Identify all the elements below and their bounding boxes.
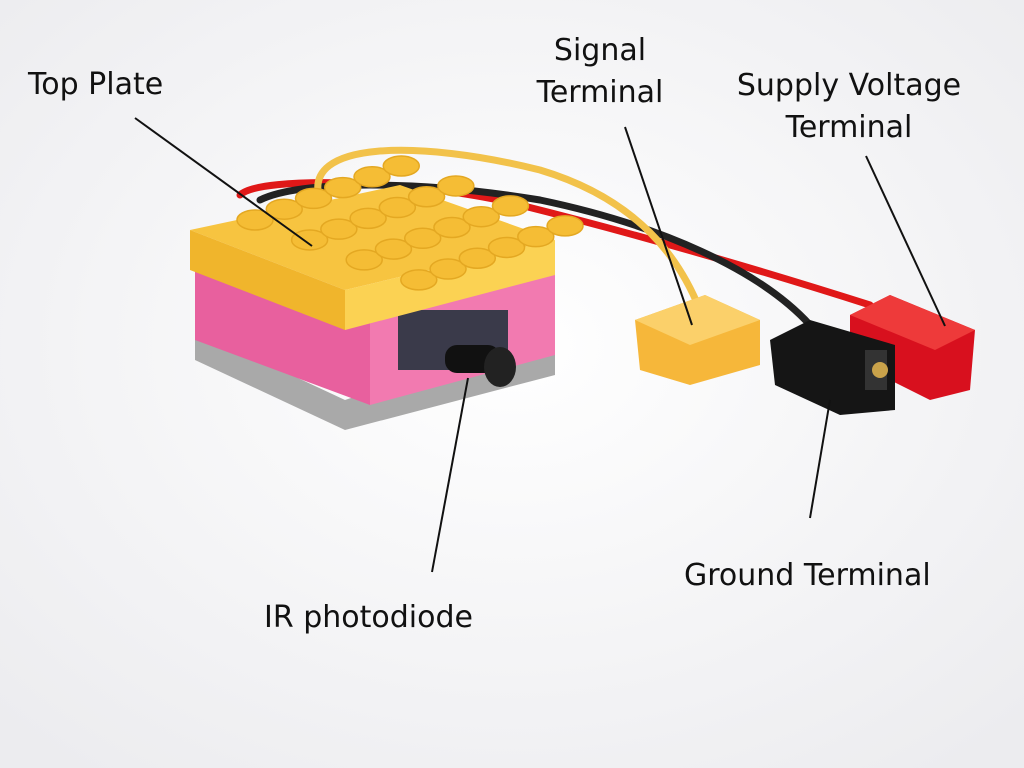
stud	[294, 187, 333, 210]
leader-lines	[134, 117, 946, 573]
leader-ground	[809, 399, 831, 519]
leader-supply	[865, 155, 946, 327]
ground-connector	[770, 320, 895, 415]
stud	[462, 205, 500, 228]
stud	[458, 247, 497, 269]
studs	[236, 155, 584, 291]
top-plate-right	[345, 240, 555, 330]
stud	[429, 258, 467, 280]
stud	[349, 207, 387, 230]
stud	[324, 176, 362, 199]
leader-top-plate	[134, 117, 313, 247]
stud	[403, 227, 442, 250]
stud	[546, 215, 584, 237]
body-left	[195, 255, 370, 405]
ground-wire	[256, 181, 814, 329]
label-signal-line2: Terminal	[536, 75, 664, 110]
label-ground-terminal: Ground Terminal	[684, 558, 931, 593]
label-supply-line1: Supply Voltage	[736, 68, 962, 103]
leader-signal	[624, 126, 693, 326]
signal-wire	[314, 146, 704, 314]
stud	[290, 229, 329, 251]
label-signal-line1: Signal	[553, 33, 647, 68]
signal-connector	[635, 295, 760, 385]
stud	[265, 198, 303, 220]
stud	[517, 225, 555, 248]
stud	[378, 196, 417, 219]
base-plate	[195, 330, 555, 430]
top-plate-left	[190, 230, 345, 330]
label-supply-terminal: Supply Voltage Terminal	[720, 65, 978, 149]
stud	[491, 195, 530, 217]
stud	[433, 216, 471, 239]
label-supply-line2: Terminal	[785, 110, 913, 145]
stud	[407, 186, 446, 208]
label-signal-terminal: Signal Terminal	[520, 30, 680, 114]
stud	[236, 209, 274, 231]
stud	[487, 236, 526, 259]
stud	[353, 166, 391, 188]
stud	[345, 249, 383, 271]
label-ir-photodiode: IR photodiode	[264, 600, 473, 635]
stud	[320, 218, 358, 240]
stud	[437, 175, 475, 197]
leader-ir	[431, 377, 469, 573]
photodiode	[445, 345, 516, 387]
stud	[400, 269, 438, 291]
stud	[382, 155, 420, 177]
label-top-plate: Top Plate	[28, 67, 164, 102]
stud	[374, 238, 413, 260]
